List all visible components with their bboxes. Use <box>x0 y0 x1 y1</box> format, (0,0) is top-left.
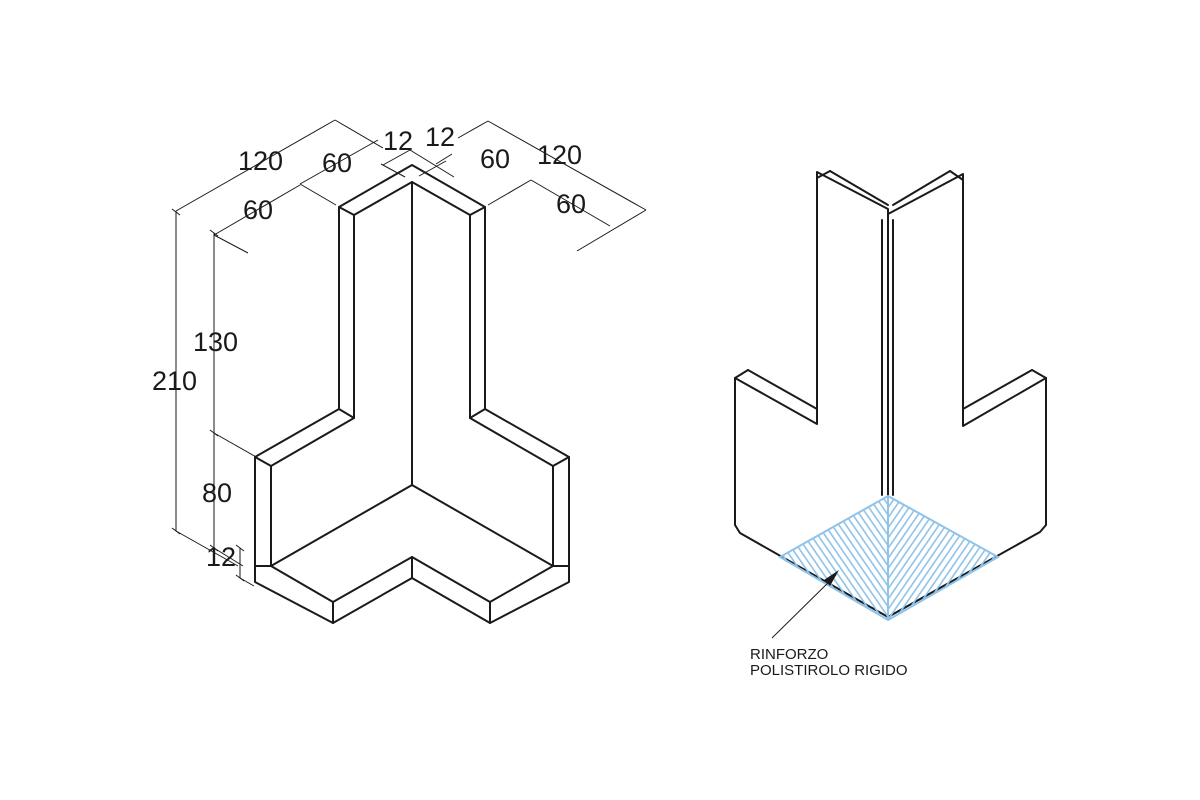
hatch-line <box>780 496 786 620</box>
hatch-line <box>1014 480 1124 640</box>
dim-thickness-right: 12 <box>425 122 455 152</box>
hatch-line <box>780 496 856 620</box>
hatch-line <box>647 480 757 640</box>
hatch-line <box>780 496 793 620</box>
leader-arrowhead <box>824 570 839 586</box>
hatch-line <box>780 496 877 620</box>
floor-line-right <box>411 484 554 567</box>
dim-height-upper: 130 <box>193 327 238 357</box>
hatch-line <box>640 480 750 640</box>
hatch-line <box>780 496 828 620</box>
hatch-line <box>922 496 998 620</box>
hatch-line <box>1021 480 1131 640</box>
dim-height-lower: 80 <box>202 478 232 508</box>
hatch-line <box>992 496 998 620</box>
hatch-line <box>668 480 778 640</box>
dim-width-right-outer: 60 <box>556 189 586 219</box>
hatch-line <box>1000 480 1110 640</box>
right-view-top-left <box>734 369 749 379</box>
dim-height-total: 210 <box>152 366 197 396</box>
right-view-top-cap-left-b <box>829 170 889 206</box>
right-view-top-left-b <box>747 369 818 410</box>
hatch-line <box>908 496 998 620</box>
left-isometric-view <box>254 164 570 624</box>
reinforcement-label-line2: POLISTIROLO RIGIDO <box>750 662 908 679</box>
dim-width-right-inner: 60 <box>480 144 510 174</box>
dim-width-right-total: 120 <box>537 140 582 170</box>
hatch-line <box>780 496 814 620</box>
right-view-top-cap-left <box>816 170 831 179</box>
right-view-top-cap-right <box>949 170 964 181</box>
left-dimension-lines <box>171 119 647 587</box>
hatch-line <box>943 496 998 620</box>
hatch-line <box>1028 480 1138 640</box>
right-view-top-right-b <box>962 369 1033 410</box>
hatch-line <box>780 496 835 620</box>
right-view-top-cap-right-b <box>892 170 951 206</box>
hatch-line <box>985 496 998 620</box>
reinforcement-label-line1: RINFORZO <box>750 646 828 663</box>
right-isometric-view <box>734 170 1047 618</box>
hatch-line <box>780 496 870 620</box>
right-view-top-right <box>1031 369 1047 379</box>
hatch-line <box>661 480 771 640</box>
hatch-line <box>964 496 998 620</box>
right-ledge <box>469 408 570 467</box>
hatch-line <box>654 480 764 640</box>
hatch-line <box>915 496 998 620</box>
dim-base-thickness: 12 <box>206 542 236 572</box>
reinforcement-leader <box>771 570 839 639</box>
hatch-line <box>1007 480 1117 640</box>
reinforcement-hatch <box>640 480 1138 640</box>
dim-width-left-total: 120 <box>238 146 283 176</box>
left-dimension-labels: 120 60 60 12 12 60 120 60 210 130 80 12 <box>152 122 586 572</box>
right-view-outline <box>734 171 1047 618</box>
dim-thickness-left: 12 <box>383 126 413 156</box>
hatch-line <box>780 496 863 620</box>
hatch-line <box>888 496 998 620</box>
dim-width-left-inner: 60 <box>243 195 273 225</box>
hatch-line <box>901 496 998 620</box>
hatch-line <box>888 496 915 620</box>
floor-line-left <box>270 484 413 567</box>
hatch-line <box>978 496 998 620</box>
hatch-line <box>863 496 888 620</box>
hatch-line <box>780 496 849 620</box>
left-ledge <box>254 408 355 467</box>
dim-width-left-outer: 60 <box>322 148 352 178</box>
hatch-line <box>957 496 998 620</box>
hatch-line <box>888 496 922 620</box>
hatch-line <box>780 496 821 620</box>
hatch-line <box>856 496 888 620</box>
hatch-line <box>780 496 800 620</box>
hatch-line <box>929 496 998 620</box>
hatch-line <box>950 496 998 620</box>
